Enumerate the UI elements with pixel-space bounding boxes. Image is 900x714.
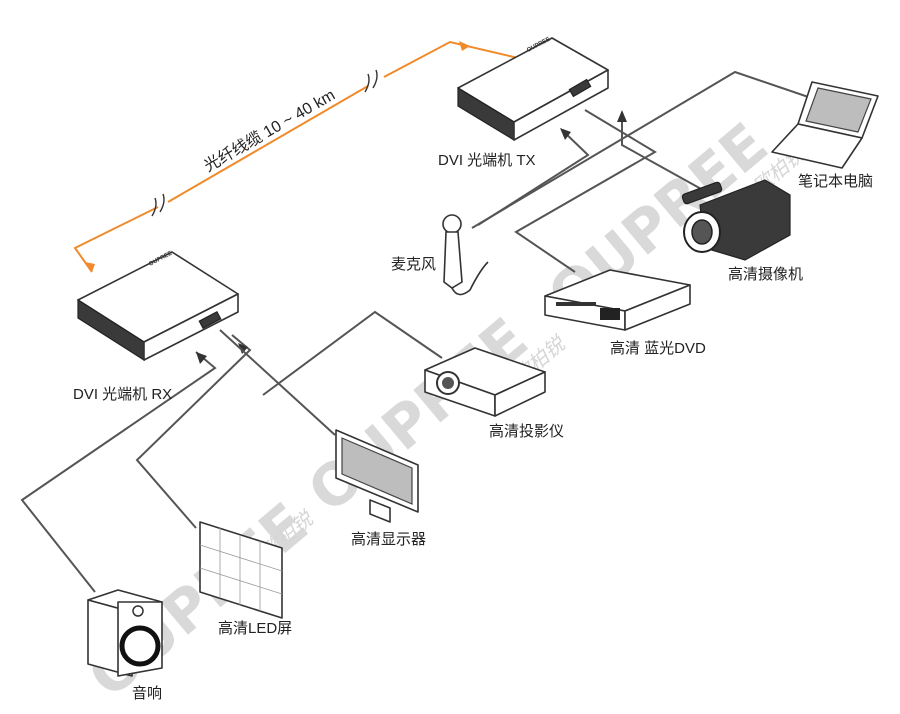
led-frame bbox=[199, 521, 283, 619]
rx-port bbox=[198, 310, 222, 330]
arrow-led bbox=[238, 343, 248, 354]
led-label: 高清LED屏 bbox=[218, 620, 292, 637]
mic-handle bbox=[443, 231, 463, 289]
cable-mic bbox=[477, 129, 590, 226]
fiber-segment-tx bbox=[383, 40, 519, 78]
dvi-rx-unit: OUPREE DVI 光端机 RX bbox=[73, 251, 239, 403]
camcorder-mic bbox=[681, 181, 723, 205]
laptop: 笔记本电脑 bbox=[771, 81, 879, 190]
projector-label: 高清投影仪 bbox=[489, 423, 564, 440]
mic-head bbox=[442, 214, 462, 234]
dvd-label: 高清 蓝光DVD bbox=[610, 340, 706, 357]
fiber-segment-rx bbox=[73, 206, 159, 273]
laptop-display bbox=[805, 87, 872, 133]
cable-projector bbox=[262, 310, 443, 396]
led-screen: 高清LED屏 bbox=[199, 521, 292, 637]
monitor-stand bbox=[369, 499, 391, 523]
microphone: 麦克风 bbox=[391, 214, 489, 296]
camcorder: 高清摄像机 bbox=[681, 179, 803, 283]
dvd-player: 高清 蓝光DVD bbox=[544, 269, 706, 357]
arrow-speaker bbox=[196, 352, 207, 364]
projector: 高清投影仪 bbox=[424, 347, 564, 440]
speaker-woofer bbox=[119, 625, 161, 667]
cable-speaker bbox=[20, 351, 217, 593]
arrow-camcorder bbox=[617, 110, 627, 122]
fiber-arrow-rx bbox=[85, 262, 95, 272]
mic-cord bbox=[451, 261, 489, 296]
laptop-keyboard bbox=[771, 123, 863, 169]
dvd-tray bbox=[556, 302, 596, 306]
camcorder-lens bbox=[691, 219, 713, 245]
speaker: 音响 bbox=[87, 589, 163, 702]
cable-monitor bbox=[219, 329, 336, 436]
camcorder-label: 高清摄像机 bbox=[728, 266, 803, 283]
speaker-label: 音响 bbox=[132, 685, 162, 702]
rx-label: DVI 光端机 RX bbox=[73, 386, 172, 403]
tx-label: DVI 光端机 TX bbox=[438, 152, 536, 169]
rx-side bbox=[143, 293, 239, 361]
fiber-break-left bbox=[151, 193, 165, 217]
monitor-label: 高清显示器 bbox=[351, 531, 426, 548]
cable-camcorder bbox=[621, 112, 704, 191]
fiber-arrow-tx bbox=[459, 41, 470, 51]
fiber-label: 光纤线缆 10 ~ 40 km bbox=[201, 86, 338, 176]
laptop-label: 笔记本电脑 bbox=[798, 173, 873, 190]
tx-port bbox=[568, 78, 592, 98]
mic-label: 麦克风 bbox=[391, 256, 436, 273]
projector-lens bbox=[442, 377, 454, 389]
led-grid bbox=[199, 528, 283, 611]
monitor-screen bbox=[341, 437, 413, 505]
speaker-tweeter bbox=[132, 605, 144, 617]
dvd-display bbox=[600, 308, 620, 320]
fiber-break-right bbox=[364, 69, 378, 93]
fiber-segment-mid bbox=[167, 85, 369, 203]
cable-dvd bbox=[514, 109, 657, 273]
cable-led bbox=[135, 334, 252, 529]
monitor: 高清显示器 bbox=[335, 429, 426, 548]
watermark: OUPREE OUPREE OUPREE 欧柏锐 欧柏锐 欧柏锐 bbox=[75, 110, 810, 711]
dvd-side bbox=[624, 284, 691, 331]
dvi-tx-unit: OUPREE DVI 光端机 TX bbox=[438, 37, 609, 169]
projector-side bbox=[494, 371, 546, 417]
arrow-mic bbox=[560, 128, 571, 140]
